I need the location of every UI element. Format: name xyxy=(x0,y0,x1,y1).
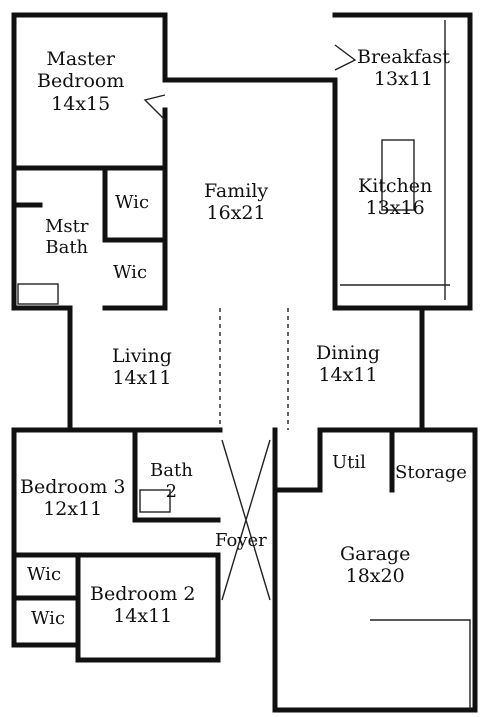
room-label-bedroom-3: Bedroom 3 12x11 xyxy=(20,476,125,521)
room-label-garage: Garage 18x20 xyxy=(340,543,410,588)
wall-util xyxy=(317,427,395,493)
room-label-bath-2: Bath 2 xyxy=(150,460,193,502)
wall-lower-west xyxy=(11,427,81,648)
room-size: 13x16 xyxy=(365,197,425,220)
room-label-bedroom-2: Bedroom 2 14x11 xyxy=(90,583,195,628)
kitchen-counter xyxy=(340,20,450,300)
room-name: Foyer xyxy=(215,530,267,551)
room-label-breakfast: Breakfast 13x11 xyxy=(357,46,450,91)
bath2-tub xyxy=(139,489,171,513)
master-door-swing xyxy=(143,94,166,121)
room-name: Storage xyxy=(395,462,467,483)
room-name: Family xyxy=(204,180,269,202)
room-name: Bedroom 3 xyxy=(20,476,126,498)
room-label-living: Living 14x11 xyxy=(112,345,172,390)
room-name: Dining xyxy=(316,342,381,364)
wall-kitchen-north xyxy=(332,12,473,311)
room-name: 2 xyxy=(165,481,178,503)
room-name: Wic xyxy=(113,262,148,283)
room-size: 14x15 xyxy=(51,92,111,115)
room-label-util: Util xyxy=(332,452,366,473)
dining-opening xyxy=(219,308,289,430)
wall-bath2-east xyxy=(132,427,221,523)
room-size: 16x21 xyxy=(206,202,266,225)
wall-west-master xyxy=(11,12,73,311)
room-size: 18x20 xyxy=(345,565,405,588)
room-size: 13x11 xyxy=(373,68,433,91)
room-name: Bath xyxy=(150,460,193,481)
room-name: Bedroom xyxy=(37,70,125,93)
room-label-master-bedroom: Master Bedroom 14x15 xyxy=(37,48,124,115)
kitchen-island xyxy=(381,139,415,211)
wall-north-master xyxy=(11,12,168,83)
room-size: 14x11 xyxy=(318,364,378,387)
wall-wic-stack xyxy=(11,552,81,601)
room-name: Master xyxy=(46,48,115,70)
room-name: Breakfast xyxy=(357,46,450,68)
room-name: Wic xyxy=(115,192,150,213)
room-label-master-bath: Mstr Bath xyxy=(45,216,89,258)
room-label-storage: Storage xyxy=(395,462,467,483)
room-size: 12x11 xyxy=(43,498,103,521)
wall-wic-top xyxy=(102,165,168,243)
breakfast-door-swing xyxy=(334,44,357,71)
room-name: Kitchen xyxy=(358,175,433,197)
room-name: Garage xyxy=(340,543,411,565)
room-label-wic-top: Wic xyxy=(115,192,149,213)
wall-bedroom2-box xyxy=(75,552,221,663)
room-label-kitchen: Kitchen 13x16 xyxy=(358,175,432,220)
room-name: Living xyxy=(112,345,172,367)
room-label-wic-bedroom-3: Wic xyxy=(27,564,61,585)
wall-master-east xyxy=(102,107,168,311)
foyer-doors xyxy=(221,439,271,601)
master-tub xyxy=(17,283,59,305)
room-name: Wic xyxy=(31,608,66,629)
room-label-wic-bedroom-2: Wic xyxy=(31,608,65,629)
room-name: Bedroom 2 xyxy=(90,583,196,605)
room-name: Util xyxy=(332,452,366,473)
room-name: Mstr xyxy=(45,216,89,237)
room-label-foyer: Foyer xyxy=(215,530,267,551)
room-size: 14x11 xyxy=(113,605,173,628)
room-label-dining: Dining 14x11 xyxy=(316,342,380,387)
room-label-family: Family 16x21 xyxy=(204,180,268,225)
wall-garage xyxy=(272,427,478,713)
room-label-wic-mid: Wic xyxy=(113,262,147,283)
room-size: 14x11 xyxy=(112,367,172,390)
room-name: Wic xyxy=(27,564,62,585)
garage-door xyxy=(370,619,471,710)
room-name: Bath xyxy=(45,237,89,259)
